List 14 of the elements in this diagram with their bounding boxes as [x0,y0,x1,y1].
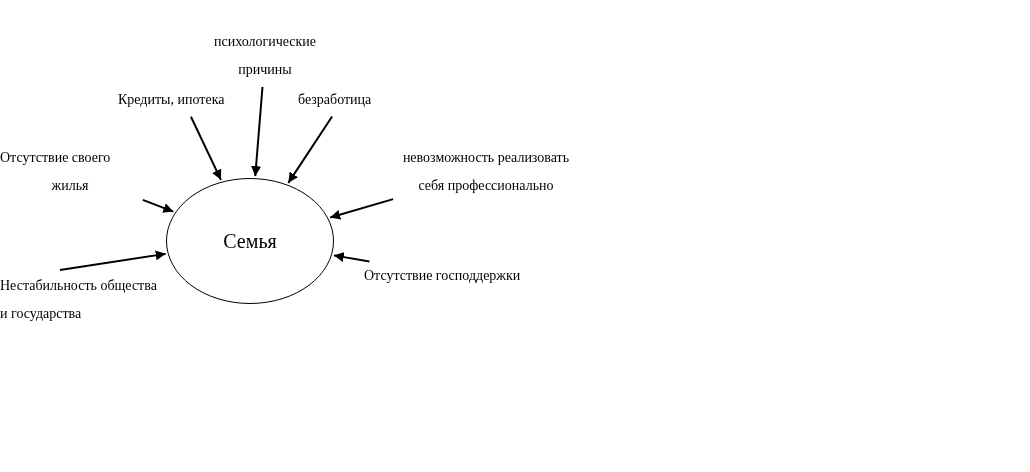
factor-label: невозможность реализовать себя профессионально [396,144,576,200]
factor-label: Отсутствие своего жилья [0,144,140,200]
arrow [287,115,334,184]
arrow [329,198,395,220]
node-label: Семья [222,229,278,253]
factor-label: безработица [298,86,388,114]
arrow [332,252,371,263]
arrow [59,250,167,271]
arrow [189,115,222,181]
factor-label: Кредиты, ипотека [118,86,248,114]
arrow [251,86,264,178]
arrow [141,198,175,213]
factor-label: Нестабильность общества и государства [0,272,166,328]
factor-label: Отсутствие господдержки [364,262,544,290]
